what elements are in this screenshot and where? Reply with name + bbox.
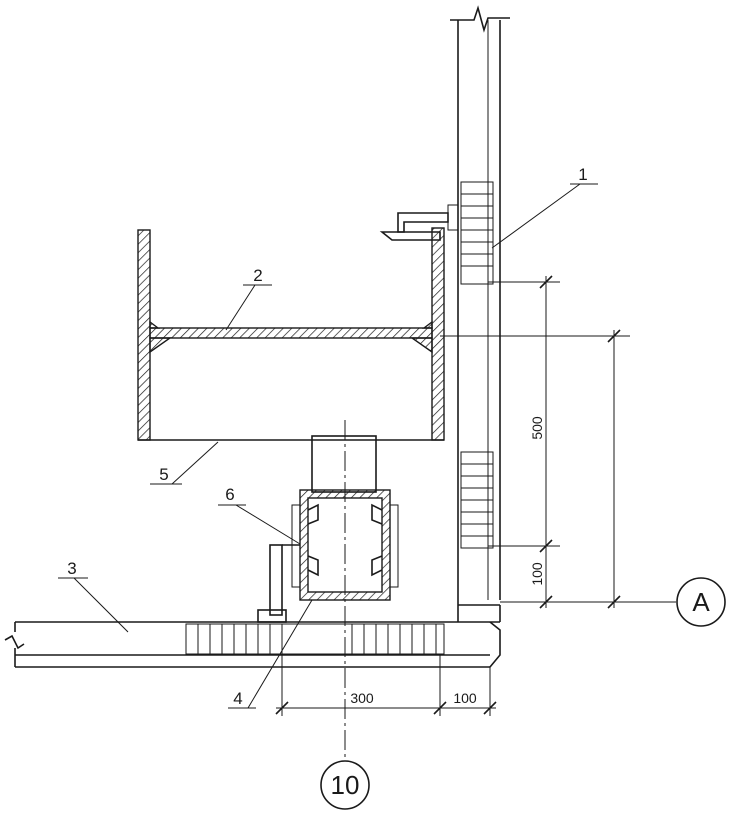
axis-10-label: 10	[331, 770, 360, 800]
dimension-100-horizontal: 100	[453, 690, 477, 706]
horizontal-dimensions	[275, 655, 497, 716]
column-stub	[257, 544, 300, 623]
leader-lines	[58, 183, 598, 709]
callout-3: 3	[67, 559, 76, 578]
dimension-100-vertical: 100	[529, 562, 545, 586]
floor-insulation	[185, 623, 445, 655]
vertical-dimensions	[440, 275, 630, 609]
floor-slab	[4, 605, 501, 668]
wall-insulation-lower	[460, 451, 494, 549]
callout-2: 2	[253, 266, 262, 285]
axis-a-bubble: A	[676, 577, 726, 627]
axis-a-label: A	[692, 587, 710, 617]
callout-5: 5	[159, 465, 168, 484]
callout-6: 6	[225, 485, 234, 504]
dimension-300: 300	[350, 690, 374, 706]
axis-10-bubble: 10	[320, 760, 370, 810]
vertical-wall	[450, 5, 510, 606]
support-post	[311, 435, 377, 493]
callout-4: 4	[233, 689, 242, 708]
callout-1: 1	[578, 165, 587, 184]
wall-insulation-upper	[460, 181, 494, 285]
dimension-500: 500	[529, 416, 545, 440]
wall-bracket	[379, 204, 459, 241]
i-beam	[137, 227, 445, 441]
